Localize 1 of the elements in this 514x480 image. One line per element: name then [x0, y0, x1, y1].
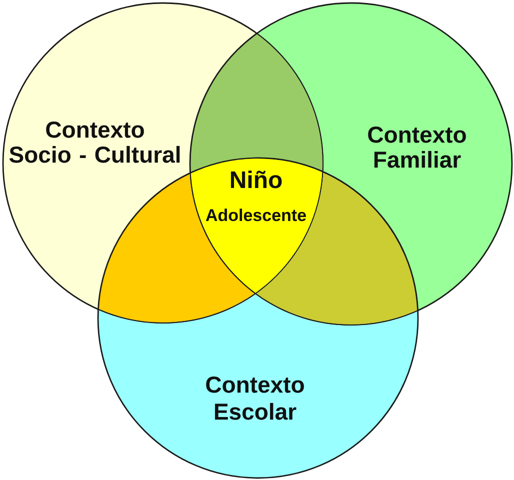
- venn-overlap: Niño Adolescente: [190, 158, 322, 293]
